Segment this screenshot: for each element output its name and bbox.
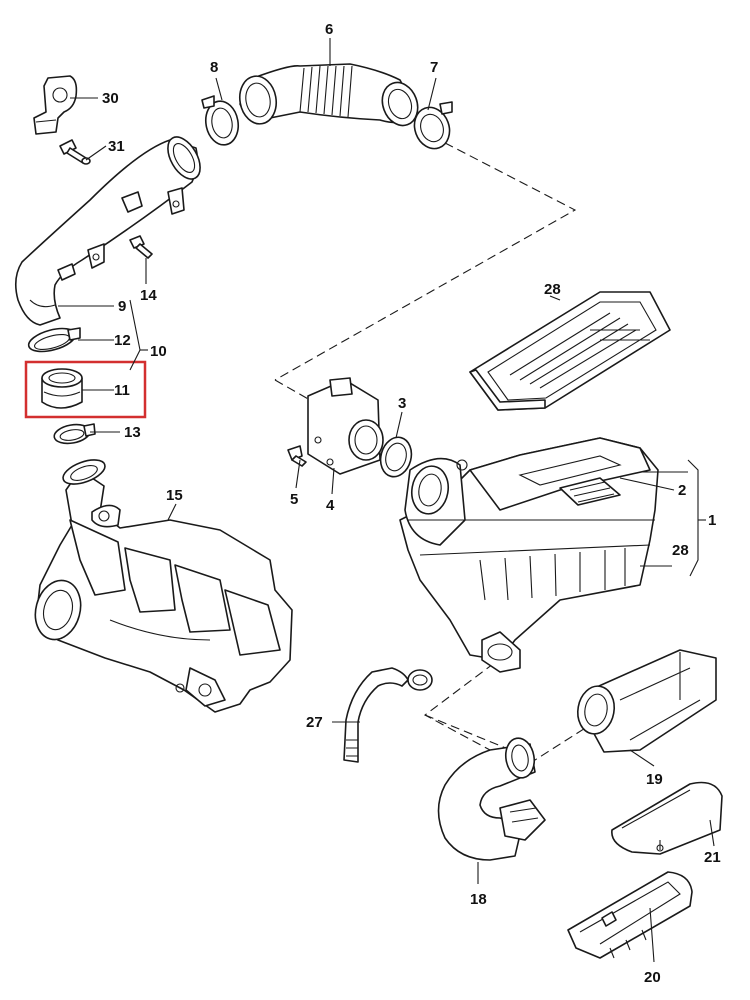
callout-8: 8: [210, 59, 218, 76]
callout-labels: 30 31 8 6 7 9 14 10 12 11 13 15 28 3 5 4…: [102, 21, 721, 986]
callout-10: 10: [150, 343, 167, 360]
part-3-seal-ring[interactable]: [376, 434, 415, 480]
part-5-bolt[interactable]: [287, 445, 307, 467]
part-19-air-duct[interactable]: [574, 649, 717, 753]
part-11-coupling-hose[interactable]: [41, 368, 83, 409]
callout-18: 18: [470, 891, 487, 908]
callout-28-housing: 28: [672, 542, 689, 559]
part-12-hose-clamp[interactable]: [26, 324, 81, 356]
part-4-maf-sensor[interactable]: [307, 377, 384, 475]
callout-28-filter: 28: [544, 281, 561, 298]
part-13-hose-clamp[interactable]: [53, 422, 96, 446]
callout-30: 30: [102, 90, 119, 107]
part-18-intake-hose[interactable]: [437, 736, 546, 861]
part-27-breather-hose[interactable]: [343, 667, 433, 763]
part-15-turbocharger[interactable]: [29, 455, 293, 713]
part-21-cover[interactable]: [611, 781, 723, 855]
callout-15: 15: [166, 487, 183, 504]
callout-31: 31: [108, 138, 125, 155]
callout-3: 3: [398, 395, 406, 412]
part-8-clamp[interactable]: [201, 95, 242, 147]
part-14-bolt[interactable]: [129, 235, 153, 259]
callout-1: 1: [708, 512, 716, 529]
callout-6: 6: [325, 21, 333, 38]
part-7-clamp[interactable]: [409, 101, 455, 154]
callout-11: 11: [114, 382, 130, 399]
part-6-intake-hose[interactable]: [236, 63, 423, 130]
part-11-highlight-frame: [24, 360, 147, 419]
part-1-air-filter-housing[interactable]: [399, 437, 659, 673]
callout-2: 2: [678, 482, 686, 499]
callout-4: 4: [326, 497, 335, 514]
callout-leader-lines: [58, 38, 715, 963]
callout-5: 5: [290, 491, 298, 508]
callout-20: 20: [644, 969, 661, 986]
callout-13: 13: [124, 424, 141, 441]
callout-27: 27: [306, 714, 323, 731]
callout-21: 21: [704, 849, 721, 866]
part-9-charge-pipe[interactable]: [14, 132, 207, 326]
callout-9: 9: [118, 298, 126, 315]
callout-12: 12: [114, 332, 131, 349]
part-30-bracket[interactable]: [33, 75, 78, 135]
callout-19: 19: [646, 771, 663, 788]
part-20-air-guide[interactable]: [567, 871, 693, 959]
callout-14: 14: [140, 287, 157, 304]
part-31-bolt[interactable]: [59, 139, 91, 165]
part-28-air-filter-element[interactable]: [469, 291, 671, 411]
callout-7: 7: [430, 59, 438, 76]
